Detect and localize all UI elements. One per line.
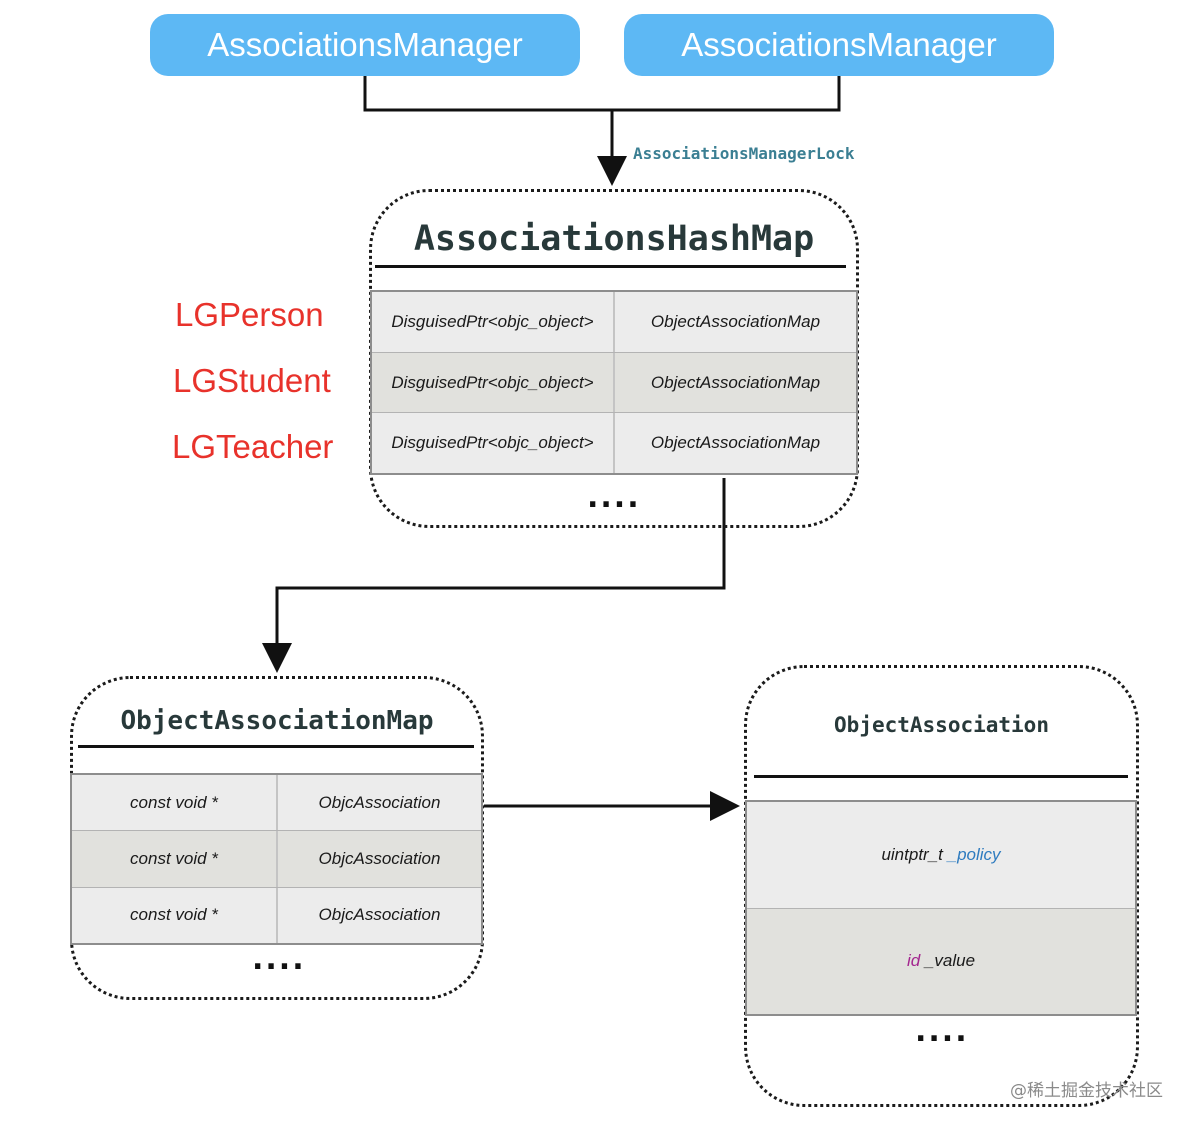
hashmap-key-cell: DisguisedPtr<objc_object> [391,311,594,331]
value-type: id [906,951,921,971]
hashmap-key-cell: DisguisedPtr<objc_object> [391,372,594,392]
table-row: const void * ObjcAssociation [72,831,481,888]
manager-label: AssociationsManager [681,26,997,63]
hashmap-key-cell: DisguisedPtr<objc_object> [391,433,594,453]
hashmap-value-cell: ObjectAssociationMap [613,352,856,413]
table-row: const void * ObjcAssociation [72,887,481,943]
policy-name: _policy [947,844,1001,864]
table-row: DisguisedPtr<objc_object> ObjectAssociat… [372,352,856,414]
objectmap-value-cell: ObjcAssociation [276,887,481,943]
table-row: DisguisedPtr<objc_object> ObjectAssociat… [372,413,856,474]
class-label-teacher: LGTeacher [172,428,334,465]
table-row: DisguisedPtr<objc_object> ObjectAssociat… [372,292,856,353]
hashmap-title-rule [375,265,846,268]
hashmap-to-objectmap-connector [262,478,726,673]
associations-manager-pill-right: AssociationsManager [624,14,1054,76]
hashmap-table: DisguisedPtr<objc_object> ObjectAssociat… [370,290,858,475]
policy-type: uintptr_t [881,844,943,864]
managers-to-hashmap-connector [363,74,841,186]
table-row: const void * ObjcAssociation [72,775,481,832]
manager-label: AssociationsManager [207,26,523,63]
object-association-map-table: const void * ObjcAssociation const void … [70,773,483,945]
hashmap-ellipsis: .... [587,480,641,515]
table-row: uintptr_t _policy [747,802,1135,909]
objectmap-value-cell: ObjcAssociation [276,831,481,887]
table-row: id _value [747,908,1135,1015]
hashmap-value-cell: ObjectAssociationMap [613,413,856,474]
value-name: _value [924,951,976,971]
associations-manager-pill-left: AssociationsManager [150,14,580,76]
class-label-student: LGStudent [173,362,331,399]
objectmap-key-cell: const void * [130,792,218,812]
watermark-label: @稀土掘金技术社区 [1010,1081,1163,1101]
object-association-title-rule [754,775,1128,778]
object-association-map-ellipsis: .... [252,942,306,977]
object-association-title: ObjectAssociation [834,713,1049,737]
policy-field: uintptr_t _policy [747,802,1135,908]
object-association-ellipsis: .... [915,1014,969,1049]
hashmap-value-cell: ObjectAssociationMap [613,292,856,352]
class-label-person: LGPerson [175,296,324,333]
object-association-table: uintptr_t _policy id _value [745,800,1137,1016]
objectmap-value-cell: ObjcAssociation [276,775,481,831]
manager-lock-label: AssociationsManagerLock [633,144,855,163]
object-association-map-title-rule [78,745,474,748]
objectmap-key-cell: const void * [130,905,218,925]
objectmap-key-cell: const void * [130,848,218,868]
value-field: id _value [747,909,1135,1015]
hashmap-title: AssociationsHashMap [413,219,815,259]
object-association-map-title: ObjectAssociationMap [120,706,434,736]
